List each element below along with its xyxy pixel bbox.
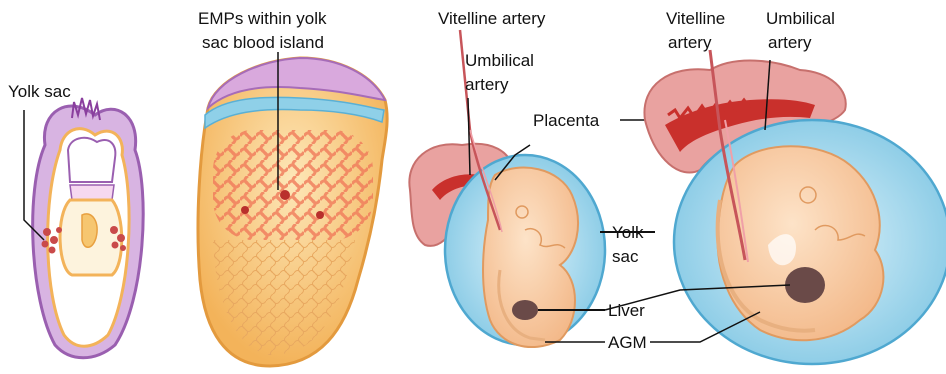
label-yolk-line1: Yolk <box>612 223 644 242</box>
yolk-sac-section: EMPs within yolk sac blood island <box>198 9 387 366</box>
label-umbilical-line1: Umbilical <box>465 51 534 70</box>
liver-late <box>785 267 825 303</box>
emp-cell-1 <box>280 190 290 200</box>
label-umbilical-2-line2: artery <box>768 33 812 52</box>
label-yolk-line2: sac <box>612 247 639 266</box>
emp-cell-3 <box>241 206 249 214</box>
label-vitelline-artery-1: Vitelline artery <box>438 9 546 28</box>
emp-cell-2 <box>316 211 324 219</box>
label-umbilical-line2: artery <box>465 75 509 94</box>
label-emps-line2: sac blood island <box>202 33 324 52</box>
early-embryo: Yolk sac <box>8 82 143 358</box>
embryonic-disc <box>70 185 114 200</box>
label-agm: AGM <box>608 333 647 352</box>
embryo-mid <box>483 168 578 348</box>
label-placenta: Placenta <box>533 111 600 130</box>
label-umbilical-2-line1: Umbilical <box>766 9 835 28</box>
late-embryo: Vitelline artery Umbilical artery <box>605 9 946 364</box>
liver-mid <box>512 300 538 320</box>
amniotic-cavity <box>68 138 115 182</box>
yolk-stalk <box>82 214 97 247</box>
label-emps-line1: EMPs within yolk <box>198 9 327 28</box>
label-vitelline-2-line1: Vitelline <box>666 9 725 28</box>
label-vitelline-2-line2: artery <box>668 33 712 52</box>
mid-embryo: Vitelline artery Umbilical artery Placen… <box>409 9 665 352</box>
blood-island-network <box>213 130 373 240</box>
label-yolk-sac-left: Yolk sac <box>8 82 71 101</box>
